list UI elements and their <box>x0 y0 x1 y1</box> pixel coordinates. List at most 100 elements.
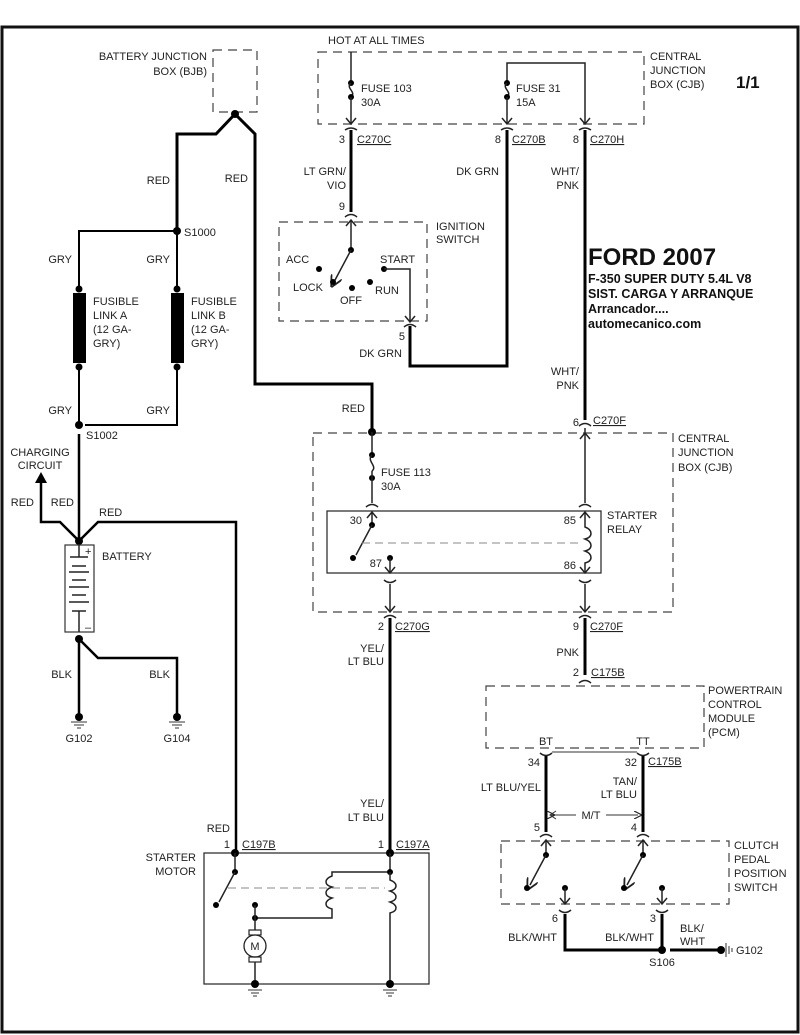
starter-motor-label: STARTER <box>146 852 196 864</box>
wire-color-label: RED <box>225 173 248 185</box>
wire-color-label: YEL/ <box>360 798 385 810</box>
connector-c270f-top: 6 C270F <box>573 415 626 429</box>
fusible-link-b-label: FUSIBLE <box>191 296 237 308</box>
pin-number: 5 <box>534 822 540 834</box>
pin-number: 34 <box>528 757 540 769</box>
pin-number: 1 <box>224 839 230 851</box>
starter-relay-label: RELAY <box>607 524 643 536</box>
wire-color-label: RED <box>147 175 170 187</box>
ignition-position-acc: ACC <box>286 254 309 266</box>
wire-color-label: RED <box>99 507 122 519</box>
wire-color-label: BLK/ <box>680 923 705 935</box>
wire-color-label: DK GRN <box>456 166 499 178</box>
connector-c175b-top: 2 C175B <box>573 667 625 684</box>
pin-number: 8 <box>573 134 579 146</box>
title-site: automecanico.com <box>588 317 701 331</box>
wire-color-label: PNK <box>556 180 579 192</box>
wire-color-label: GRY <box>48 254 72 266</box>
pin-number: 3 <box>650 913 656 925</box>
charging-circuit-arrow-icon <box>35 472 47 483</box>
wire-color-label: BLK/WHT <box>605 932 654 944</box>
wire-color-label: BLK/WHT <box>508 932 557 944</box>
fusible-link-a: FUSIBLE LINK A (12 GA- GRY) <box>73 268 139 425</box>
wire-color-label: YEL/ <box>360 643 385 655</box>
wire-color-label: BLK <box>51 669 72 681</box>
connector-id: C197B <box>242 839 276 851</box>
starter-relay-label: STARTER <box>607 510 657 522</box>
powertrain-control-module: POWERTRAIN CONTROL MODULE (PCM) BT TT <box>485 685 782 749</box>
ground-g102: G102 <box>66 713 92 745</box>
pcm-terminal-tt: TT <box>636 736 650 748</box>
cjb-mid-label: BOX (CJB) <box>678 462 732 474</box>
fuse-103-label: 30A <box>361 97 381 109</box>
ignition-switch: IGNITION SWITCH ACC LOCK OFF RUN START <box>278 218 485 324</box>
splice-s106 <box>658 946 666 954</box>
charging-circuit-label: CHARGING <box>10 447 69 459</box>
pin-number: 6 <box>552 913 558 925</box>
connector-id: C270C <box>357 134 391 146</box>
clutch-switch-label: SWITCH <box>734 882 777 894</box>
fuse-31: FUSE 31 15A <box>501 62 591 126</box>
connector-id: C270G <box>395 621 430 633</box>
wire-color-label: GRY <box>146 254 170 266</box>
starter-motor-label: MOTOR <box>155 866 196 878</box>
connector-c270c: 3 C270C <box>339 127 391 146</box>
fuse-113-label: 30A <box>381 481 401 493</box>
fusible-link-a-label: GRY) <box>93 338 120 350</box>
starter-motor: STARTER MOTOR M <box>146 849 430 997</box>
connector-c270b: 8 C270B <box>495 127 546 146</box>
starter-relay: STARTER RELAY 30 87 85 86 <box>326 510 657 575</box>
central-junction-box-top: CENTRAL JUNCTION BOX (CJB) <box>317 51 706 125</box>
relay-pin-85: 85 <box>564 515 576 527</box>
pin-number: 5 <box>399 331 405 343</box>
wire-color-label: LT BLU <box>601 789 637 801</box>
connector-c270f-bottom: 9 C270F <box>573 614 623 633</box>
connector-id: C175B <box>591 667 625 679</box>
fusible-link-b: FUSIBLE LINK B (12 GA- GRY) <box>85 268 237 426</box>
pin-number: 4 <box>631 822 637 834</box>
splice-s1002 <box>75 421 83 429</box>
cjb-top-label: BOX (CJB) <box>650 79 704 91</box>
wire-color-label: WHT/ <box>551 366 580 378</box>
wire-color-label: RED <box>51 497 74 509</box>
fuse-31-label: FUSE 31 <box>516 83 561 95</box>
fuse-113-label: FUSE 113 <box>381 467 431 479</box>
splice-s106-label: S106 <box>649 957 675 969</box>
battery-junction-box: BATTERY JUNCTION BOX (BJB) <box>99 49 258 118</box>
wire-color-label: PNK <box>556 380 579 392</box>
connector-c270g: 2 C270G <box>378 614 430 633</box>
clutch-switch-label: POSITION <box>734 868 787 880</box>
wire-color-label: RED <box>342 403 365 415</box>
battery: + – BATTERY <box>64 537 152 643</box>
wire-color-label: LT BLU <box>348 812 384 824</box>
splice-s1000-label: S1000 <box>184 227 216 239</box>
pcm-label: CONTROL <box>708 699 762 711</box>
clutch-pedal-position-switch: CLUTCH PEDAL POSITION SWITCH <box>500 838 787 906</box>
connector-id: C175B <box>648 756 682 768</box>
ground-g104: G104 <box>164 713 190 745</box>
connector-id: C197A <box>396 839 430 851</box>
pin-number: 9 <box>339 201 345 213</box>
diagram-frame <box>0 25 800 1034</box>
wire-color-label: WHT/ <box>551 166 580 178</box>
fusible-link-a-label: FUSIBLE <box>93 296 139 308</box>
wire-color-label: WHT <box>680 936 705 948</box>
ignition-switch-label: SWITCH <box>436 234 479 246</box>
ignition-position-off: OFF <box>340 295 362 307</box>
fuse-103-label: FUSE 103 <box>361 83 412 95</box>
manual-transmission-label: M/T <box>582 810 601 822</box>
connector-c197a: 1 C197A <box>378 839 430 851</box>
wire-color-label: DK GRN <box>359 348 402 360</box>
pin-number: 1 <box>378 839 384 851</box>
title-system: SIST. CARGA Y ARRANQUE <box>588 287 753 301</box>
central-junction-box-mid: CENTRAL JUNCTION BOX (CJB) <box>312 432 734 613</box>
pin-number: 2 <box>573 667 579 679</box>
pcm-label: MODULE <box>708 713 755 725</box>
motor-symbol: M <box>250 941 259 953</box>
pcm-label: (PCM) <box>708 727 740 739</box>
cjb-top-label: CENTRAL <box>650 51 701 63</box>
charging-circuit-label: CIRCUIT <box>18 460 63 472</box>
pin-number: 3 <box>339 134 345 146</box>
wire-color-label: RED <box>207 823 230 835</box>
